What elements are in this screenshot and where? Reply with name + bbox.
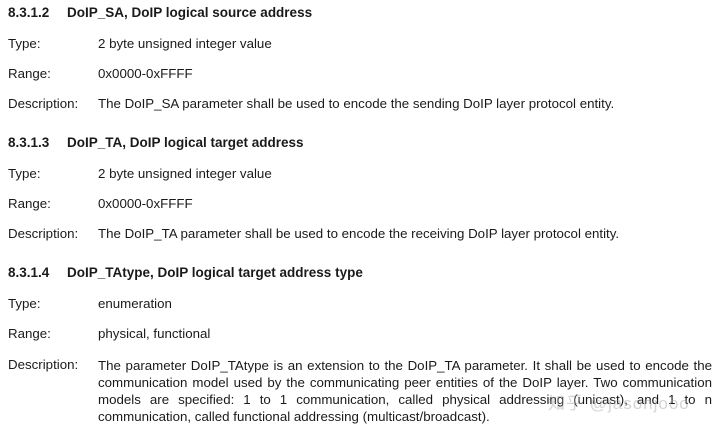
field-value: 0x0000-0xFFFF bbox=[98, 196, 193, 211]
field-value: 2 byte unsigned integer value bbox=[98, 166, 272, 181]
field-label: Description: bbox=[8, 226, 79, 241]
field-label: Range: bbox=[8, 66, 51, 81]
field-value: The parameter DoIP_TAtype is an extensio… bbox=[98, 358, 712, 424]
section-title: DoIP_TAtype, DoIP logical target address… bbox=[67, 265, 363, 280]
field-value: 0x0000-0xFFFF bbox=[98, 66, 193, 81]
field-value: physical, functional bbox=[98, 326, 211, 341]
section-heading-doip-ta: 8.3.1.3 DoIP_TA, DoIP logical target addr… bbox=[8, 135, 304, 150]
section-heading-doip-sa: 8.3.1.2 DoIP_SA, DoIP logical source addr… bbox=[8, 5, 312, 20]
field-label: Range: bbox=[8, 326, 51, 341]
field-label: Type: bbox=[8, 36, 41, 51]
section-heading-doip-tatype: 8.3.1.4 DoIP_TAtype, DoIP logical target … bbox=[8, 265, 363, 280]
field-label: Type: bbox=[8, 166, 41, 181]
field-value: The DoIP_TA parameter shall be used to e… bbox=[98, 226, 620, 241]
field-label: Description: bbox=[8, 357, 79, 372]
section-title: DoIP_TA, DoIP logical target address bbox=[67, 135, 304, 150]
field-label: Range: bbox=[8, 196, 51, 211]
section-number: 8.3.1.3 bbox=[8, 135, 50, 150]
field-label: Description: bbox=[8, 96, 79, 111]
field-value: 2 byte unsigned integer value bbox=[98, 36, 272, 51]
field-value: The DoIP_SA parameter shall be used to e… bbox=[98, 96, 615, 111]
section-number: 8.3.1.4 bbox=[8, 265, 50, 280]
section-title: DoIP_SA, DoIP logical source address bbox=[67, 5, 313, 20]
field-value: enumeration bbox=[98, 296, 172, 311]
field-label: Type: bbox=[8, 296, 41, 311]
section-number: 8.3.1.2 bbox=[8, 5, 50, 20]
